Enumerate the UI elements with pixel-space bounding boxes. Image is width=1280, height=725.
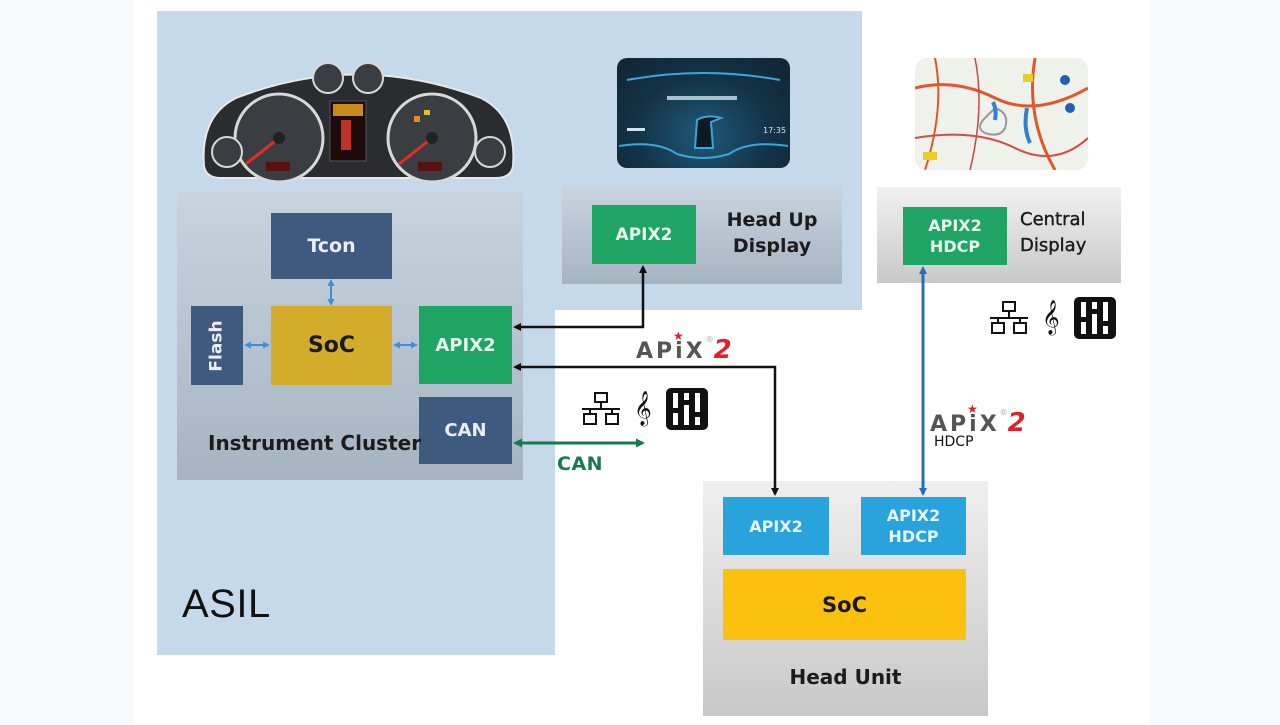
media-icons-ic: 𝄞 [582,388,708,430]
cd-label-line2: Display [1020,235,1087,256]
hdcp-sub-label: HDCP [934,434,974,450]
ic-can-block: CAN [419,397,512,464]
cd-apix2-line2: HDCP [929,237,981,256]
hu-apix2-hdcp-line1: APIX2 [886,506,941,525]
tcon-block: Tcon [271,213,392,279]
hud-label-line1: Head Up [726,209,818,231]
apix-logo-suffix: 2 [713,335,732,365]
equalizer-icon [665,388,708,430]
instrument-cluster-label: Instrument Cluster [208,431,422,455]
registered-mark-icon: ® [999,408,1008,417]
network-icon [582,392,620,425]
treble-clef-icon: 𝄞 [634,391,652,426]
hu-apix2-block: APIX2 [723,497,829,555]
asil-label: ASIL [182,582,271,626]
cd-apix2-hdcp-block: APIX2 HDCP [903,207,1007,265]
cd-apix2-line1: APIX2 [928,216,982,235]
registered-mark-icon: ® [705,335,714,344]
treble-clef-icon: 𝄞 [1042,300,1060,335]
logo-star-icon: ★ [967,402,978,416]
hu-apix2-hdcp-block: APIX2 HDCP [861,497,966,555]
flash-label: Flash [206,319,227,372]
can-bus-label: CAN [557,453,604,475]
hud-label-line2: Display [732,235,812,257]
media-icons-cd: 𝄞 [990,297,1116,339]
ic-apix2-block: APIX2 [419,306,512,384]
apix-hdcp-logo-suffix: 2 [1007,408,1026,438]
network-icon [990,301,1028,334]
hu-soc-block: SoC [723,569,966,640]
equalizer-icon [1073,297,1116,339]
logo-star-icon: ★ [673,329,684,343]
central-display-label: Central Display [1020,207,1087,259]
instrument-cluster-image [196,56,521,184]
ic-soc-block: SoC [271,306,392,385]
hu-apix2-hdcp-line2: HDCP [888,527,939,546]
head-unit-label: Head Unit [789,665,902,689]
apix-logo-text: APiX [636,339,706,364]
hud-apix2-block: APIX2 [592,205,696,264]
apix2-logo: APiX®2 ★ [636,329,732,365]
cd-label-line1: Central [1020,209,1086,230]
apix-hdcp-logo-text: APiX [930,412,1000,437]
hud-clock: 17:35 [763,126,786,135]
head-up-display-label: Head Up Display [722,207,822,259]
apix2-hdcp-logo: APiX®2 ★ HDCP [930,402,1026,450]
central-display-map-image [915,58,1088,170]
head-up-display-image: 17:35 [617,58,790,168]
flash-block: Flash [191,306,243,385]
